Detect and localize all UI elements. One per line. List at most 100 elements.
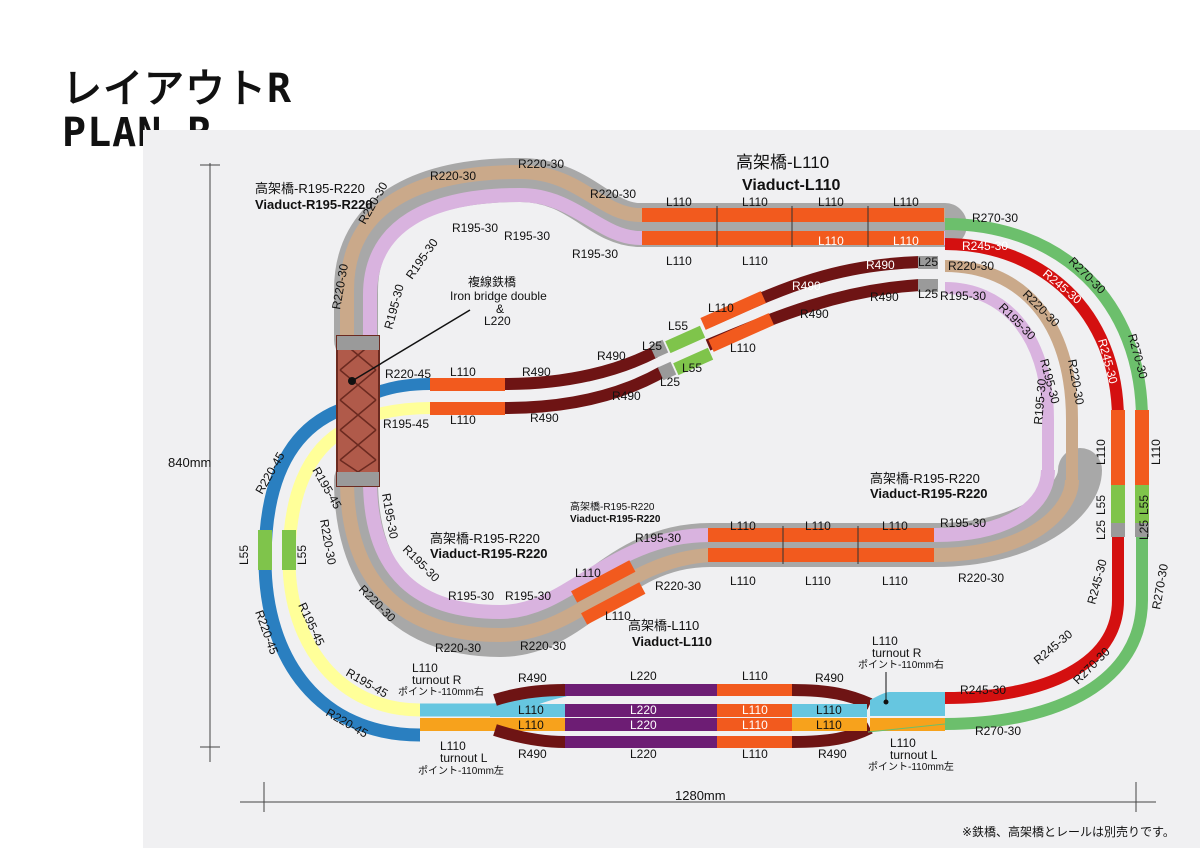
- callout-turnout-l1-c: ポイント-110mm左: [418, 764, 504, 777]
- label-r-l55-1: L55: [1094, 495, 1108, 515]
- label-top-l110-i2: L110: [742, 254, 768, 268]
- label-br-r245-3: R245-30: [960, 683, 1006, 697]
- label-r-l25-2: L25: [1137, 520, 1151, 540]
- callout-bridge-en1: Iron bridge double: [450, 289, 547, 303]
- track-right-l55-1: [1111, 485, 1125, 523]
- label-top-l110-o3: L110: [818, 195, 844, 209]
- label-s-r490-3: R490: [612, 389, 641, 403]
- track-tr-l25-2: [918, 279, 938, 292]
- track-top-l110-outer: [642, 208, 944, 222]
- label-c-r195-30b: R195-30: [940, 516, 986, 530]
- callout-turnout-r1-c: ポイント-110mm右: [398, 685, 484, 698]
- label-l-r220-45-2: R220-45: [385, 367, 431, 381]
- callout-bridge-ja: 複線鉄橋: [468, 274, 516, 289]
- label-s-r490-2: R490: [522, 365, 551, 379]
- label-top-r220-3: R220-30: [590, 187, 636, 201]
- label-tr-r245-1: R245-30: [962, 239, 1008, 253]
- callout-turnout-r2-dot: [883, 699, 889, 705]
- track-center-l110-inner: [708, 528, 934, 542]
- track-mid-l110-1: [430, 378, 505, 391]
- label-c-l110-d1: L110: [575, 566, 601, 580]
- track-right-loop: [944, 218, 1148, 520]
- track-bottom-right-loop: [944, 537, 1148, 730]
- label-s-r490-5: R490: [792, 279, 821, 293]
- label-b-r490-1: R490: [518, 671, 547, 685]
- label-s-l110-2: L110: [450, 413, 476, 427]
- label-b-l220-2: L220: [630, 703, 657, 717]
- label-b-l220-1: L220: [630, 669, 657, 683]
- label-r-l25-1: L25: [1094, 520, 1108, 540]
- track-top-outer: [340, 164, 945, 340]
- track-left-l55-1: [258, 530, 272, 570]
- callout-turnout-r2-c: ポイント-110mm右: [858, 658, 944, 671]
- label-top-r195-1: R195-30: [452, 221, 498, 235]
- track-diag-l110-2: [581, 582, 646, 625]
- label-br-r270-3: R270-30: [975, 724, 1021, 738]
- track-center-joints: [782, 526, 859, 564]
- track-right-l25-1: [1111, 523, 1125, 537]
- dimension-height-label: 840mm: [168, 455, 211, 470]
- track-center-l110-outer: [708, 548, 934, 562]
- bridge-pointer-line: [351, 309, 471, 382]
- label-s-r490-4: R490: [530, 411, 559, 425]
- track-s-l110-2: [708, 313, 774, 352]
- callout-viaduct-tl-en: Viaduct-R195-R220: [255, 197, 373, 212]
- callout-viaduct-c-ja: 高架橋-R195-R220: [430, 531, 540, 546]
- callout-viaduct-top-ja: 高架橋-L110: [736, 153, 829, 172]
- label-b-l110-2: L110: [742, 703, 768, 717]
- label-c-l110-o2: L110: [805, 519, 831, 533]
- callout-viaduct-r-en: Viaduct-R195-R220: [870, 486, 988, 501]
- label-b-l220-4: L220: [630, 747, 657, 761]
- label-b-r490-2: R490: [518, 747, 547, 761]
- track-top-joints: [716, 206, 869, 247]
- callout-turnout-l2-a: L110: [890, 736, 916, 750]
- label-c-r220-30: R220-30: [655, 579, 701, 593]
- track-left-l55-2: [282, 530, 296, 570]
- label-s-l110-4: L110: [730, 341, 756, 355]
- label-s-l110-3: L110: [708, 301, 734, 315]
- label-b-l110-3: L110: [742, 718, 768, 732]
- label-s-r490-8: R490: [870, 290, 899, 304]
- label-c-r195-30: R195-30: [635, 531, 681, 545]
- callout-bridge-en2: &: [496, 302, 504, 316]
- label-top-l110-i3: L110: [818, 234, 844, 248]
- track-diag-l110-1: [571, 560, 636, 603]
- label-b-r490-3: R490: [815, 671, 844, 685]
- label-c-l110-i3: L110: [882, 574, 908, 588]
- track-s-l25-2: [657, 361, 677, 381]
- label-top-l110-o2: L110: [742, 195, 768, 209]
- track-tr-l25-1: [918, 256, 938, 269]
- label-s-l55-1: L55: [668, 319, 688, 333]
- label-l-r220-30-3: R220-30: [435, 641, 481, 655]
- label-tr-r270-1: R270-30: [972, 211, 1018, 225]
- label-c-l110-i2: L110: [805, 574, 831, 588]
- callout-viaduct-cl-ja: 高架橋-L110: [628, 618, 699, 633]
- iron-bridge: [336, 335, 380, 487]
- label-tr-l25-2: L25: [918, 287, 938, 301]
- label-l-r220-30-4: R220-30: [520, 639, 566, 653]
- title-line-1: レイアウトR: [62, 66, 293, 112]
- label-s-l55-2: L55: [682, 361, 702, 375]
- track-mid-l110-2: [430, 402, 505, 415]
- label-c-l110-d2: L110: [605, 609, 631, 623]
- label-top-l110-o1: L110: [666, 195, 692, 209]
- label-l-r195-30-3: R195-30: [448, 589, 494, 603]
- label-r-l55-2: L55: [1137, 495, 1151, 515]
- track-right-l55-2: [1135, 485, 1149, 523]
- label-b-l220-3: L220: [630, 718, 657, 732]
- track-bottom-yard: [420, 683, 946, 748]
- callout-bridge-en3: L220: [484, 314, 511, 328]
- track-mid-r195-45: [376, 402, 431, 420]
- label-top-r220-2: R220-30: [518, 157, 564, 171]
- label-tr-r195-4: R195-30: [1031, 378, 1049, 425]
- callout-viaduct-cl-en: Viaduct-L110: [632, 634, 712, 649]
- label-tr-l25-1: L25: [918, 255, 938, 269]
- label-l-r195-30-4: R195-30: [505, 589, 551, 603]
- callout-viaduct-cs-en: Viaduct-R195-R220: [570, 514, 661, 525]
- track-mid-r220-45: [376, 378, 431, 398]
- callout-turnout-r1-a: L110: [412, 661, 438, 675]
- label-s-r490-6: R490: [800, 307, 829, 321]
- label-c-r220-30b: R220-30: [958, 571, 1004, 585]
- label-l-l55-2: L55: [295, 545, 309, 565]
- callout-turnout-r2-a: L110: [872, 634, 898, 648]
